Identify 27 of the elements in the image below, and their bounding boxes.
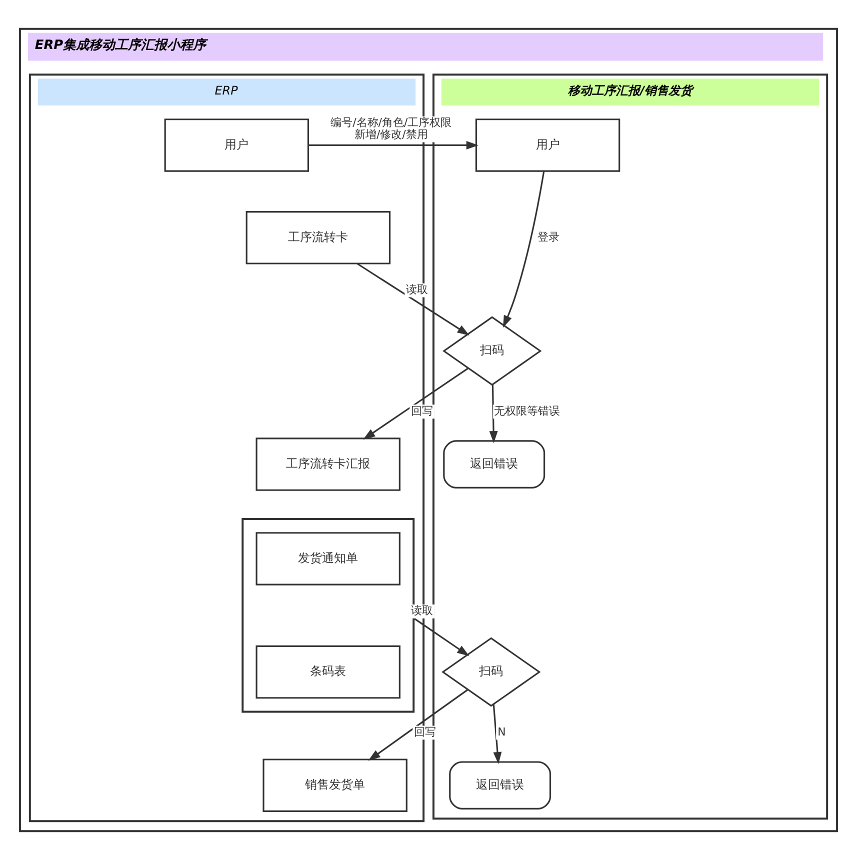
edge-label: N xyxy=(498,724,506,738)
edge-label: 回写 xyxy=(411,404,434,417)
arrow xyxy=(356,262,470,335)
node-box: 工序流转卡汇报 xyxy=(256,437,400,490)
arrow xyxy=(503,170,545,328)
edge-label: 编号/名称/角色/工序权限新增/修改/禁用 xyxy=(330,116,452,141)
node-box: 条码表 xyxy=(256,644,400,698)
arrow xyxy=(492,704,502,764)
node-diamond: 扫码 xyxy=(442,316,542,386)
arrow xyxy=(489,384,498,443)
arrow xyxy=(368,688,468,760)
node-box: 返回错误 xyxy=(443,440,546,488)
arrow xyxy=(363,367,469,440)
edge-label: 回写 xyxy=(414,724,436,738)
node-box: 用户 xyxy=(475,118,620,172)
node-box: 工序流转卡 xyxy=(246,210,391,264)
arrow xyxy=(413,616,470,656)
edge-label: 无权限等错误 xyxy=(494,404,560,417)
arrow xyxy=(308,140,478,149)
node-box: 销售发货单 xyxy=(262,758,408,812)
edge-label: 读取 xyxy=(411,604,434,617)
edge-label: 读取 xyxy=(406,282,428,296)
node-box: 返回错误 xyxy=(449,760,552,809)
node-box: 用户 xyxy=(164,118,310,172)
edge-label: 登录 xyxy=(537,230,560,243)
node-box: 发货通知单 xyxy=(256,532,400,585)
node-diamond: 扫码 xyxy=(442,636,541,706)
